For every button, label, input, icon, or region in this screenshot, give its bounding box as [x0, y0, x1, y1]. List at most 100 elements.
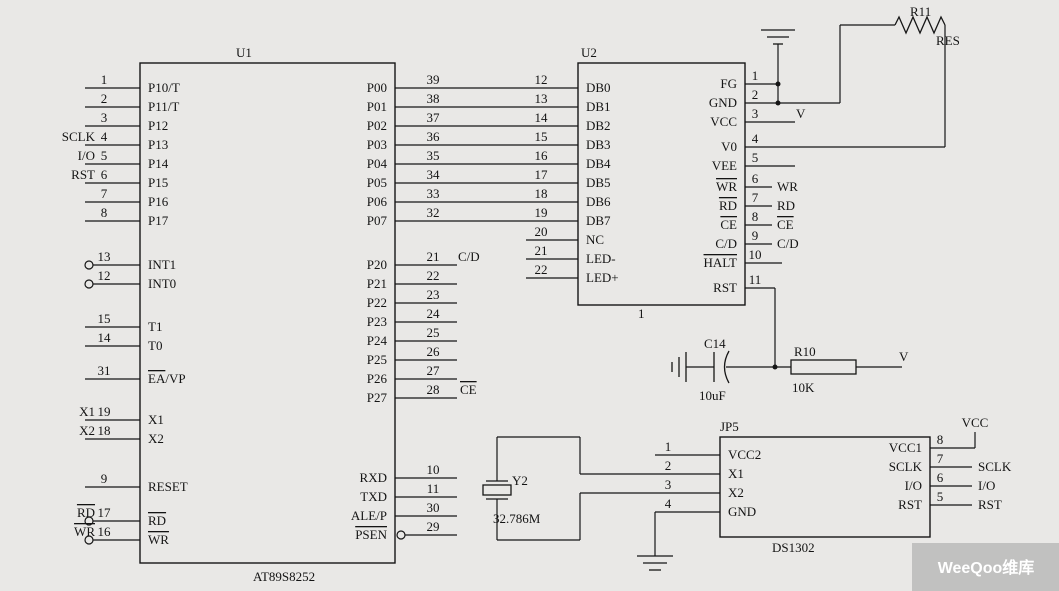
u1-net-label: SCLK — [62, 129, 96, 144]
u1-pin-num: 15 — [98, 311, 111, 326]
watermark-background — [912, 543, 1059, 591]
u1-pin-label: P02 — [367, 118, 387, 133]
wires — [85, 24, 976, 556]
u1-pin-num: 32 — [427, 205, 440, 220]
u1-pin-label: P05 — [367, 175, 387, 190]
u2-pin-label: WR — [716, 179, 737, 194]
u2-designator: 1 — [638, 306, 645, 321]
u1-pin-num: 21 — [427, 249, 440, 264]
u2-pin-label: DB3 — [586, 137, 611, 152]
u1-pin-num: 24 — [427, 306, 441, 321]
u1-pin-num: 27 — [427, 363, 441, 378]
ground-symbol-c14 — [671, 352, 687, 382]
u2-pin-num: 17 — [535, 167, 549, 182]
jp5-part: DS1302 — [772, 540, 815, 555]
u1-pin-label: RESET — [148, 479, 188, 494]
jp5-pin-label: SCLK — [889, 459, 923, 474]
u1-pin-label: P11/T — [148, 99, 179, 114]
y2-crystal-symbol — [482, 480, 512, 500]
jp5-net-label: I/O — [978, 478, 995, 493]
u2-pin-num: 1 — [752, 68, 759, 83]
u1-ref: U1 — [236, 45, 252, 60]
u1-pin-label: P06 — [367, 194, 388, 209]
u1-pin-label: RD — [148, 513, 166, 528]
u1-pin-label: PSEN — [355, 527, 387, 542]
r10-net-label: V — [899, 349, 909, 364]
jp5-pin-label: VCC2 — [728, 447, 761, 462]
u1-pin-num: 4 — [101, 129, 108, 144]
u2-pin-label: DB0 — [586, 80, 611, 95]
u2-pin-num: 14 — [535, 110, 549, 125]
r11-value: RES — [936, 33, 960, 48]
u1-pin-label: P12 — [148, 118, 168, 133]
u1-pin-num: 16 — [98, 524, 112, 539]
int0-bubble — [84, 279, 94, 289]
u1-pin-label: P07 — [367, 213, 388, 228]
u2-pin-num: 5 — [752, 150, 759, 165]
u1-pin-label: P20 — [367, 257, 387, 272]
u1-pin-label: P04 — [367, 156, 388, 171]
u2-pin-label: C/D — [715, 236, 737, 251]
u2-pin-label: VCC — [710, 114, 737, 129]
u2-net-label: C/D — [777, 236, 799, 251]
c14-value: 10uF — [699, 388, 726, 403]
u2-pin-num: 3 — [752, 106, 759, 121]
r11-ref: R11 — [910, 4, 931, 19]
u2-pin-label: DB1 — [586, 99, 611, 114]
u1-pin-label: ALE/P — [351, 508, 387, 523]
u1-pin-num: 1 — [101, 72, 108, 87]
u2-lcd: U2 1 12 13 14 15 16 17 18 19 20 21 22 DB… — [535, 45, 807, 321]
jp5-net-label: RST — [978, 497, 1002, 512]
jp5-pin-num: 7 — [937, 451, 944, 466]
u1-pin-num: 28 — [427, 382, 440, 397]
u1-pin-label: P17 — [148, 213, 169, 228]
u2-pin-num: 4 — [752, 131, 759, 146]
u2-pin-label: LED- — [586, 251, 616, 266]
rd-bubble — [84, 516, 94, 526]
c14-capacitor-symbol — [713, 350, 730, 384]
u1-pin-label: P22 — [367, 295, 387, 310]
u1-pin-label: X1 — [148, 412, 164, 427]
u2-pin-num: 16 — [535, 148, 549, 163]
r10-value: 10K — [792, 380, 815, 395]
u1-pin-num: 2 — [101, 91, 108, 106]
jp5-pin-num: 6 — [937, 470, 944, 485]
u2-pin-label: VEE — [712, 158, 737, 173]
u1-pin-num: 19 — [98, 404, 111, 419]
u2-pin-num: 7 — [752, 190, 759, 205]
u1-pin-label: P01 — [367, 99, 387, 114]
r11-resistor-symbol — [894, 15, 946, 35]
u1-pin-num: 23 — [427, 287, 440, 302]
u1-pin-label: P13 — [148, 137, 168, 152]
jp5-ds1302: JP5 DS1302 1 2 3 4 VCC2 X1 X2 GND VCC1 S… — [665, 415, 1012, 555]
u1-mcu-outline — [139, 62, 396, 564]
jp5-pin-num: 4 — [665, 496, 672, 511]
u1-pin-label: TXD — [360, 489, 387, 504]
u2-pin-label: DB7 — [586, 213, 611, 228]
u1-pin-num: 26 — [427, 344, 441, 359]
u2-net-label: RD — [777, 198, 795, 213]
u1-pin-num: 22 — [427, 268, 440, 283]
u1-pin-label: RXD — [360, 470, 387, 485]
u2-pin-num: 20 — [535, 224, 548, 239]
jp5-pin-label: VCC1 — [889, 440, 922, 455]
jp5-pin-label: RST — [898, 497, 922, 512]
watermark-text: WeeQoo维库 — [938, 558, 1035, 577]
junction-dot — [775, 81, 781, 87]
jp5-net-label: VCC — [962, 415, 989, 430]
junction-dot — [772, 364, 778, 370]
u2-ref: U2 — [581, 45, 597, 60]
jp5-pin-label: GND — [728, 504, 756, 519]
u1-pin-num: 6 — [101, 167, 108, 182]
u2-net-label: CE — [777, 217, 794, 232]
u1-pin-num: 37 — [427, 110, 441, 125]
u2-pin-label: GND — [709, 95, 737, 110]
u2-pin-num: 2 — [752, 87, 759, 102]
u2-lcd-outline — [577, 62, 746, 306]
u1-pin-num: 18 — [98, 423, 111, 438]
u2-pin-num: 15 — [535, 129, 548, 144]
u2-net-label: V — [796, 106, 806, 121]
u1-pin-label: P14 — [148, 156, 169, 171]
